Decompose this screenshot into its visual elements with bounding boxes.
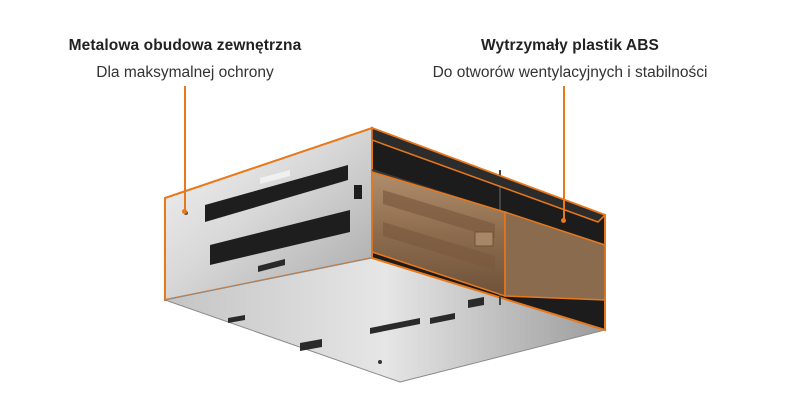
abs-plastic-annotation: Wytrzymały plastik ABS Do otworów wentyl…	[405, 36, 735, 84]
abs-plastic-subtitle: Do otworów wentylacyjnych i stabilności	[432, 64, 708, 81]
abs-plastic-tray	[371, 170, 606, 301]
metal-housing-leader-dot	[182, 209, 187, 214]
abs-plastic-title: Wytrzymały plastik ABS	[481, 37, 659, 54]
abs-plastic-leader-line	[563, 86, 565, 220]
metal-housing-leader-line	[184, 86, 186, 210]
metal-housing-annotation: Metalowa obudowa zewnętrzna Dla maksymal…	[40, 36, 330, 84]
abs-plastic-leader-dot	[561, 218, 566, 223]
metal-housing-title: Metalowa obudowa zewnętrzna	[68, 37, 302, 54]
metal-housing-subtitle: Dla maksymalnej ochrony	[96, 64, 274, 81]
metal-side-panel	[164, 126, 373, 302]
